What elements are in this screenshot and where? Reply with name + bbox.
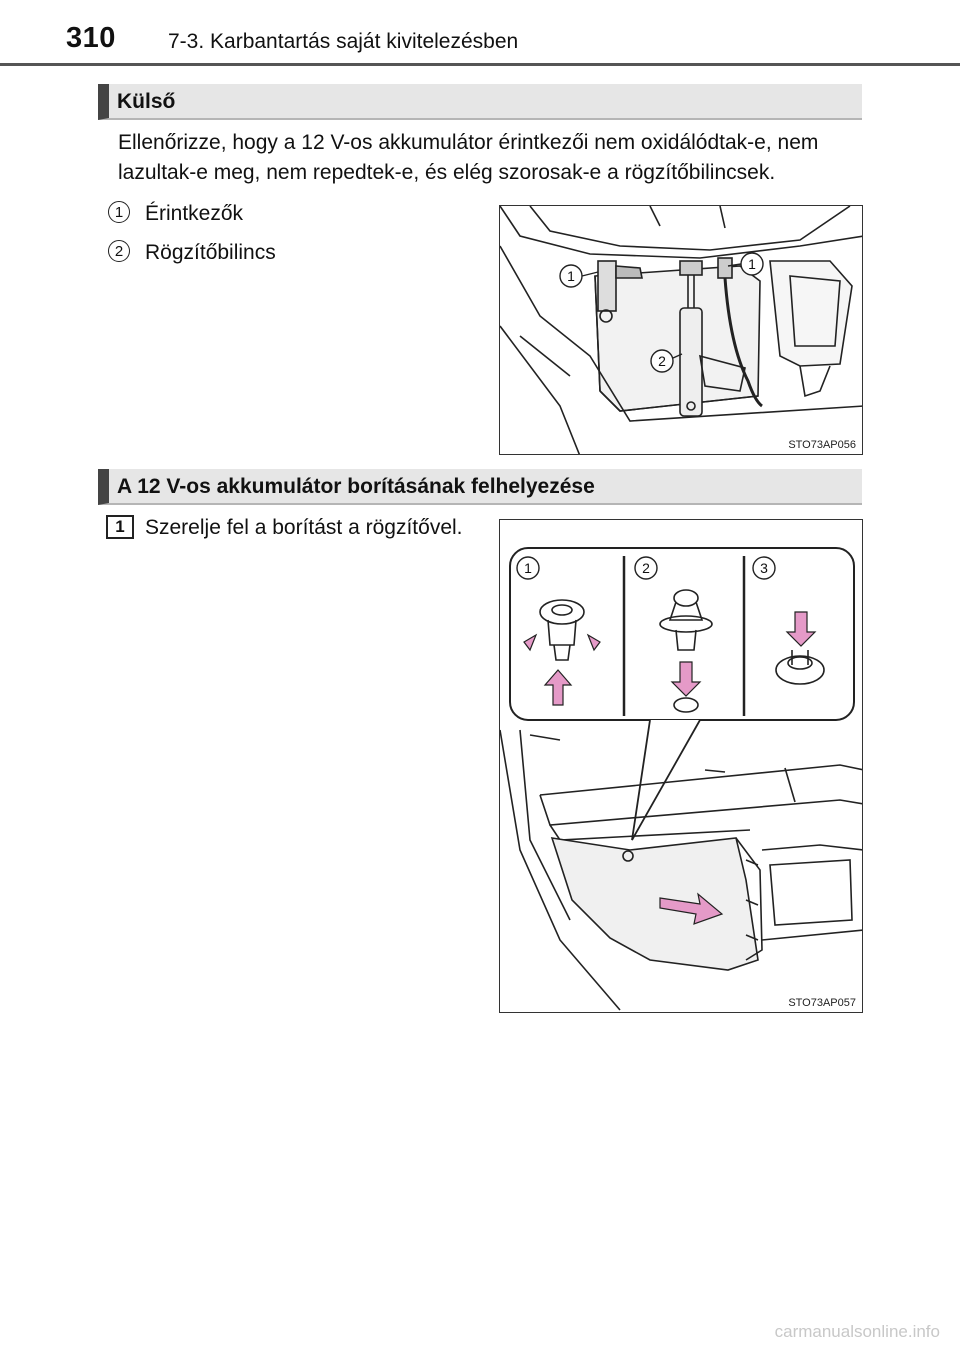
section-heading-cover: A 12 V-os akkumulátor borításának felhel… (98, 469, 862, 505)
figure-code: STO73AP056 (788, 439, 856, 451)
header-divider (0, 63, 960, 66)
battery-illustration: 1 1 2 (500, 206, 862, 454)
callout-label: 2 (642, 560, 650, 576)
section-heading-exterior: Külső (98, 84, 862, 120)
callout-label: 2 (658, 353, 666, 369)
cover-installation-figure: 1 2 3 STO73AP057 (499, 519, 863, 1013)
paragraph-line: Ellenőrizze, hogy a 12 V-os akkumulátor … (118, 131, 819, 154)
section-title: A 12 V-os akkumulátor borításának felhel… (117, 475, 595, 498)
step-text: Szerelje fel a borítást a rögzítővel. (145, 516, 463, 539)
legend-number: 2 (108, 240, 130, 262)
legend-label: Rögzítőbilincs (145, 241, 276, 264)
legend-number: 1 (108, 201, 130, 223)
step-number-box: 1 (106, 515, 134, 539)
page-number: 310 (66, 22, 116, 54)
instruction-paragraph: Ellenőrizze, hogy a 12 V-os akkumulátor … (118, 128, 818, 188)
callout-label: 1 (524, 560, 532, 576)
battery-terminals-figure: 1 1 2 STO73AP056 (499, 205, 863, 455)
chapter-title: 7-3. Karbantartás saját kivitelezésben (168, 30, 519, 53)
section-title: Külső (117, 90, 176, 113)
watermark: carmanualsonline.info (774, 1322, 940, 1341)
cover-illustration: 1 2 3 (500, 547, 862, 1011)
figure-code: STO73AP057 (788, 997, 856, 1009)
callout-label: 3 (760, 560, 768, 576)
legend-label: Érintkezők (145, 202, 244, 225)
callout-label: 1 (748, 256, 756, 272)
callout-label: 1 (567, 268, 575, 284)
paragraph-line: lazultak-e meg, nem repedtek-e, és elég … (118, 161, 776, 184)
